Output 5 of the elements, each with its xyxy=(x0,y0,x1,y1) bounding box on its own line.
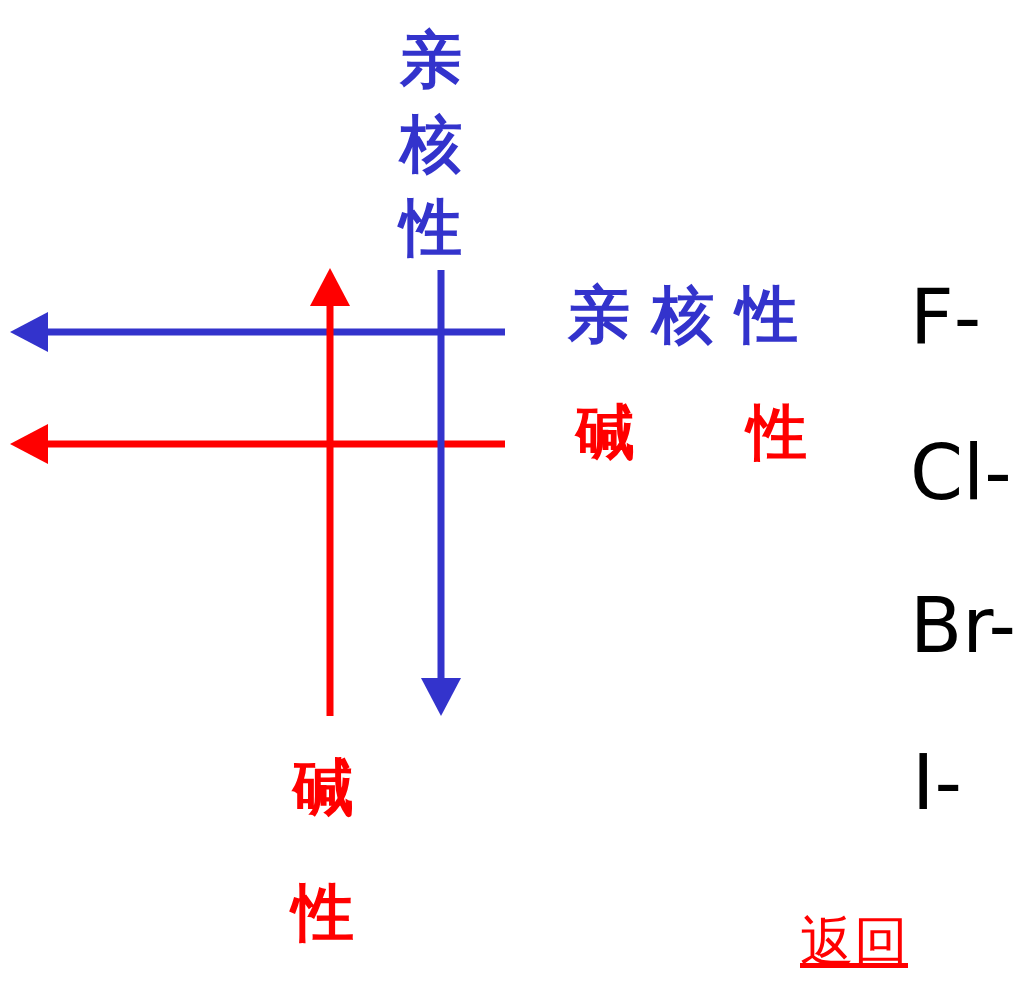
ion-label: I- xyxy=(912,745,962,821)
back-link: 返回 xyxy=(800,915,908,969)
ion-label: Br- xyxy=(910,588,1016,664)
axis-label: 亲核性 xyxy=(568,284,820,346)
ion-label: F- xyxy=(910,280,982,356)
